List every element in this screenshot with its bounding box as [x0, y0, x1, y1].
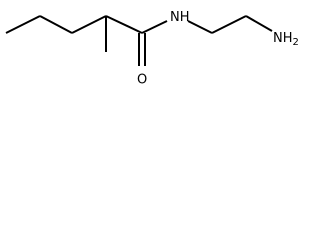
- bond-c7-nh2: [245, 15, 273, 32]
- amine-symbol: NH: [273, 31, 293, 46]
- bond-carbonyl-n: [141, 20, 168, 34]
- bond-c2-c3: [39, 15, 73, 34]
- chemical-structure: NH O NH2: [5, 10, 299, 88]
- bond-n-c6: [187, 20, 213, 34]
- bond-c6-c7: [211, 15, 247, 34]
- bond-c1-c2: [5, 15, 41, 34]
- amide-h-symbol: H: [180, 10, 190, 25]
- amide-n-symbol: N: [170, 10, 180, 25]
- amine-label: NH2: [273, 31, 299, 49]
- bond-c3-c4: [71, 15, 107, 34]
- amine-subscript: 2: [293, 37, 299, 48]
- oxygen-label: O: [137, 73, 147, 88]
- amide-n-label: NH: [170, 10, 190, 25]
- bond-c4-carbonyl: [105, 15, 143, 34]
